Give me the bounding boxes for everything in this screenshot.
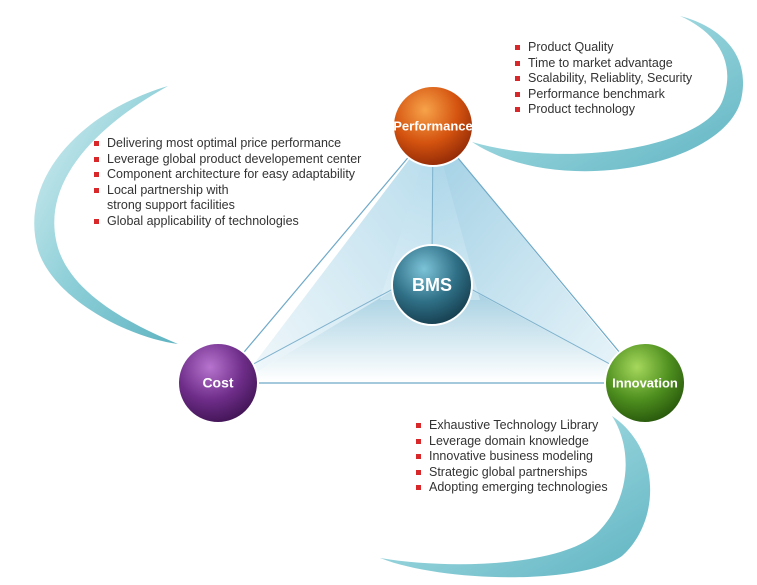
decorative-swooshes [34, 16, 744, 578]
list-item: Exhaustive Technology Library [414, 418, 654, 434]
list-item: Leverage global product developement cen… [92, 152, 392, 168]
list-item: Leverage domain knowledge [414, 434, 654, 450]
node-innovation: Innovation [604, 342, 686, 424]
list-item: Time to market advantage [513, 56, 733, 72]
pyramid-face-right [430, 128, 642, 382]
node-center-bms: BMS [391, 244, 473, 326]
list-item: Product technology [513, 102, 733, 118]
list-item: Product Quality [513, 40, 733, 56]
list-item: Scalability, Reliablity, Security [513, 71, 733, 87]
list-item: Adopting emerging technologies [414, 480, 654, 496]
list-item: Global applicability of technologies [92, 214, 392, 230]
innovation-circle [604, 342, 686, 424]
edge-performance-cost [217, 127, 434, 384]
cost-label: Cost [202, 375, 233, 391]
list-item: Performance benchmark [513, 87, 733, 103]
innovation-label: Innovation [612, 375, 678, 390]
cost-list: Delivering most optimal price performanc… [92, 136, 392, 229]
swoosh-top-right [472, 16, 744, 172]
list-item: Component architecture for easy adaptabi… [92, 167, 392, 183]
edge-performance-innovation [432, 127, 646, 384]
bms-label: BMS [412, 275, 452, 295]
list-item: Innovative business modeling [414, 449, 654, 465]
list-item: Strategic global partnerships [414, 465, 654, 481]
swoosh-left [34, 86, 178, 344]
swoosh-bottom [380, 416, 651, 578]
performance-label: Performance [393, 118, 472, 133]
performance-circle [392, 85, 474, 167]
bms-circle [391, 244, 473, 326]
node-cost: Cost [177, 342, 259, 424]
pyramid-face-top [240, 128, 433, 382]
list-item: Local partnership with strong support fa… [92, 183, 392, 214]
list-item: Delivering most optimal price performanc… [92, 136, 392, 152]
node-performance: Performance [392, 85, 474, 167]
cost-circle [177, 342, 259, 424]
performance-list: Product Quality Time to market advantage… [513, 40, 733, 118]
innovation-list: Exhaustive Technology Library Leverage d… [414, 418, 654, 496]
